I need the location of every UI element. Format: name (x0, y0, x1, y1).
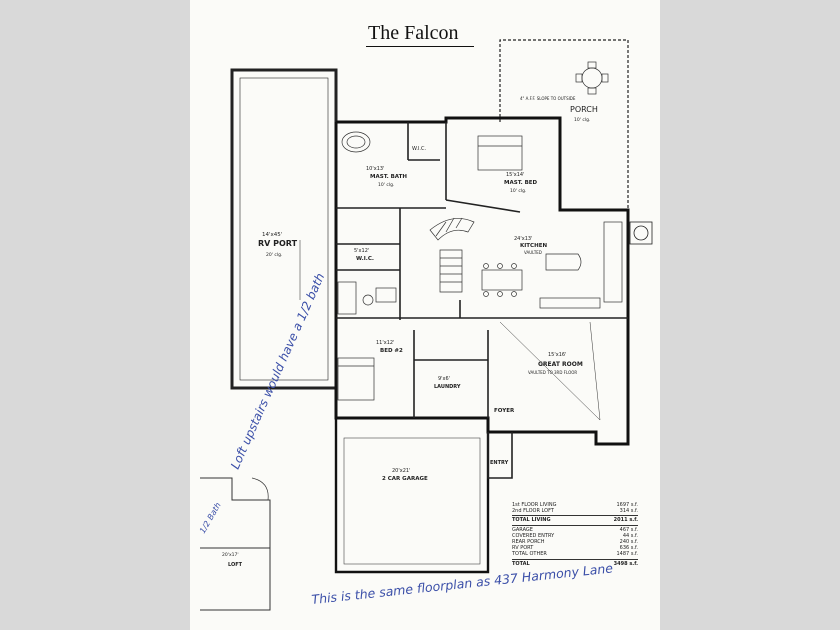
kitchen-furniture (481, 221, 623, 309)
laundry-label: LAUNDRY (434, 384, 461, 390)
loft-size: 20'x17' (222, 552, 239, 558)
area-row-label: COVERED ENTRY (512, 532, 555, 539)
entry-label: ENTRY (490, 460, 509, 466)
area-row-value: 1697 s.f. (616, 502, 639, 508)
garage-outline (334, 418, 490, 574)
master-bed-size: 15'x14' (506, 172, 524, 178)
table-divider (512, 524, 638, 526)
area-row-label: REAR PORCH (512, 539, 545, 546)
area-row-value: 636 s.f. (619, 545, 638, 552)
area-row-label: TOTAL (512, 560, 530, 567)
half-bath-handwritten-note: 1/2 Bath (198, 501, 223, 535)
kitchen-label: KITCHEN (520, 243, 547, 249)
total-living-row: TOTAL LIVING 2011 s.f. (512, 517, 638, 523)
total-other-row: TOTAL OTHER 1487 s.f. (512, 551, 638, 557)
bath-fixtures (337, 131, 397, 315)
porch-note: 4" A.F.F. SLOPE TO OUTSIDE (520, 96, 576, 101)
garage-inner (343, 437, 481, 565)
area-row-value: 2011 s.f. (613, 517, 638, 524)
bed2-label: BED #2 (380, 348, 403, 354)
area-row-value: 1487 s.f. (616, 551, 639, 558)
area-row: COVERED ENTRY 44 s.f. (512, 533, 638, 539)
master-wic-label: W.I.C. (412, 146, 427, 152)
great-room-note: VAULTED TO 3RD FLOOR (528, 370, 577, 375)
laundry-size: 9'x6' (438, 376, 450, 382)
entry-outline (487, 432, 513, 479)
staircase (429, 217, 475, 293)
area-row-label: TOTAL LIVING (512, 517, 551, 524)
area-row-label: 1st FLOOR LIVING (512, 502, 557, 508)
loft-label: LOFT (228, 562, 243, 568)
porch-table (575, 61, 609, 95)
loft-inset (200, 477, 271, 611)
fireplace (629, 221, 653, 245)
rv-port-size: 14'x45' (262, 232, 282, 238)
area-row-label: 2nd FLOOR LOFT (512, 508, 554, 515)
area-row: RV PORT 636 s.f. (512, 545, 638, 551)
kitchen-note: VAULTED (524, 250, 542, 255)
table-divider (512, 558, 638, 560)
interior-walls (336, 122, 628, 418)
rv-port-ceiling: 20' clg. (266, 252, 282, 258)
vault-lines (499, 321, 601, 421)
area-row-value: 314 s.f. (619, 508, 638, 515)
area-row: REAR PORCH 240 s.f. (512, 539, 638, 545)
master-bed-ceiling: 10' clg. (510, 188, 526, 194)
area-row-label: TOTAL OTHER (512, 551, 547, 558)
foyer-label: FOYER (494, 408, 515, 414)
porch-ceiling: 10' clg. (574, 117, 590, 123)
garage-size: 20'x21' (392, 468, 410, 474)
area-row: 1st FLOOR LIVING 1697 s.f. (512, 502, 638, 508)
area-row-value: 44 s.f. (622, 532, 638, 539)
wic-size: 5'x12' (354, 248, 369, 254)
master-bath-ceiling: 10' clg. (378, 182, 394, 188)
master-bath-size: 10'x13' (366, 166, 384, 172)
bottom-handwritten-note: This is the same floorplan as 437 Harmon… (311, 560, 614, 607)
area-row: GARAGE 467 s.f. (512, 527, 638, 533)
master-bed-label: MAST. BED (504, 180, 538, 186)
area-row-value: 3498 s.f. (613, 560, 638, 567)
great-room-size: 15'x16' (548, 352, 566, 358)
great-room-label: GREAT ROOM (538, 361, 583, 368)
garage-label: 2 CAR GARAGE (382, 476, 428, 482)
loft-handwritten-note: Loft upstairs would have a 1/2 bath (228, 271, 327, 471)
title-underline (366, 46, 474, 47)
master-bath-label: MAST. BATH (370, 174, 407, 180)
area-row: 2nd FLOOR LOFT 314 s.f. (512, 508, 638, 514)
area-row-label: RV PORT (512, 545, 534, 552)
grand-total-row: TOTAL 3498 s.f. (512, 561, 638, 567)
porch-label: PORCH (570, 105, 598, 114)
area-row-value: 467 s.f. (619, 526, 638, 533)
table-divider (512, 515, 638, 517)
area-row-value: 240 s.f. (619, 539, 638, 546)
plan-title: The Falcon (368, 22, 459, 44)
kitchen-size: 24'x13' (514, 236, 532, 242)
bed2-size: 11'x12' (376, 340, 394, 346)
porch-outline (499, 39, 629, 210)
wic-label: W.I.C. (356, 256, 374, 262)
area-summary-table: 1st FLOOR LIVING 1697 s.f. 2nd FLOOR LOF… (512, 502, 638, 567)
rv-port-label: RV PORT (258, 239, 298, 248)
area-row-label: GARAGE (512, 526, 533, 533)
bed-furniture (337, 135, 523, 401)
